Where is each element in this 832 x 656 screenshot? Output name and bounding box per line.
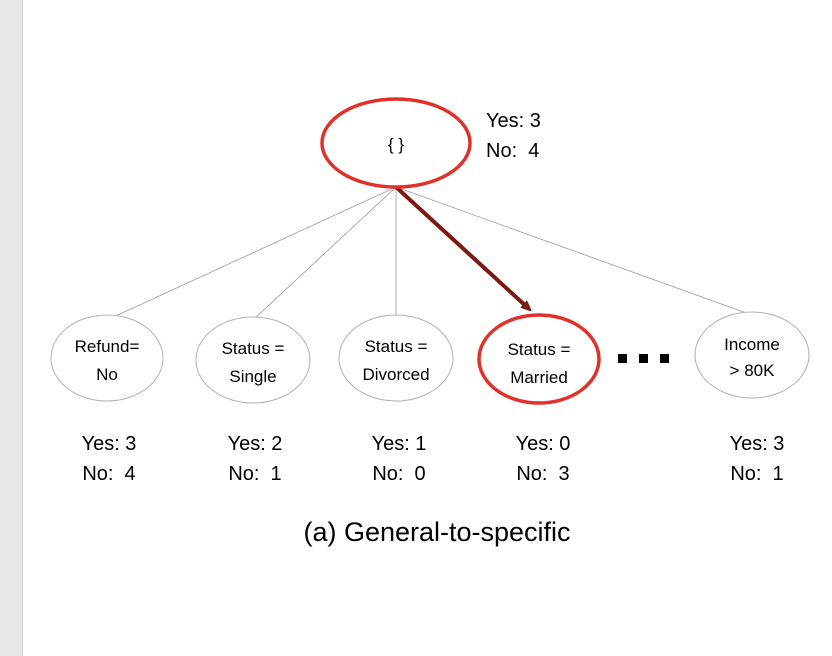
root-node: { } — [320, 97, 472, 189]
child-label-line1: Income — [724, 335, 780, 354]
left-margin-strip — [0, 0, 23, 656]
child-node-status-single: Status = Single — [195, 316, 311, 404]
child-label-line2: Divorced — [362, 365, 429, 384]
child-label-line1: Status = — [222, 339, 285, 358]
child-ellipse — [50, 314, 164, 402]
child-label-line2: Married — [510, 368, 568, 387]
child-ellipse — [195, 316, 311, 404]
root-yes-count: Yes: 3 — [486, 110, 541, 132]
more-nodes-ellipsis — [618, 354, 669, 363]
child-no-count: No: 4 — [82, 463, 135, 485]
child-yes-count: Yes: 3 — [730, 433, 785, 455]
child-no-count: No: 3 — [516, 463, 569, 485]
child-node-refund-no: Refund= No — [50, 314, 164, 402]
figure-caption: (a) General-to-specific — [303, 517, 570, 547]
child-ellipse — [694, 311, 810, 399]
ellipsis-dot — [618, 354, 627, 363]
child-label-line1: Status = — [365, 337, 428, 356]
child-yes-count: Yes: 0 — [516, 433, 571, 455]
child-no-count: No: 1 — [730, 463, 783, 485]
root-label: { } — [388, 135, 404, 154]
child-yes-count: Yes: 1 — [372, 433, 427, 455]
child-node-income: Income > 80K — [694, 311, 810, 399]
child-yes-count: Yes: 3 — [82, 433, 137, 455]
child-label-line1: Status = — [508, 340, 571, 359]
root-ellipse — [320, 97, 472, 189]
edges — [106, 186, 753, 321]
child-label-line2: No — [96, 365, 118, 384]
child-label-line2: > 80K — [730, 361, 776, 380]
child-no-count: No: 0 — [372, 463, 425, 485]
ellipsis-dot — [639, 354, 648, 363]
child-ellipse-highlighted — [477, 313, 601, 405]
child-counts: Yes: 3 No: 4 Yes: 2 No: 1 Yes: 1 No: 0 Y… — [82, 433, 785, 485]
edge-income — [395, 186, 753, 316]
child-ellipse — [338, 314, 454, 402]
edge-refund-no — [106, 186, 397, 321]
ellipsis-dot — [660, 354, 669, 363]
child-node-status-divorced: Status = Divorced — [338, 314, 454, 402]
child-label-line2: Single — [229, 367, 276, 386]
child-node-status-married: Status = Married — [477, 313, 601, 405]
child-label-line1: Refund= — [75, 337, 140, 356]
root-no-count: No: 4 — [486, 140, 539, 162]
specialization-arrow — [394, 185, 528, 308]
child-yes-count: Yes: 2 — [228, 433, 283, 455]
child-no-count: No: 1 — [228, 463, 281, 485]
edge-status-single — [252, 186, 397, 321]
